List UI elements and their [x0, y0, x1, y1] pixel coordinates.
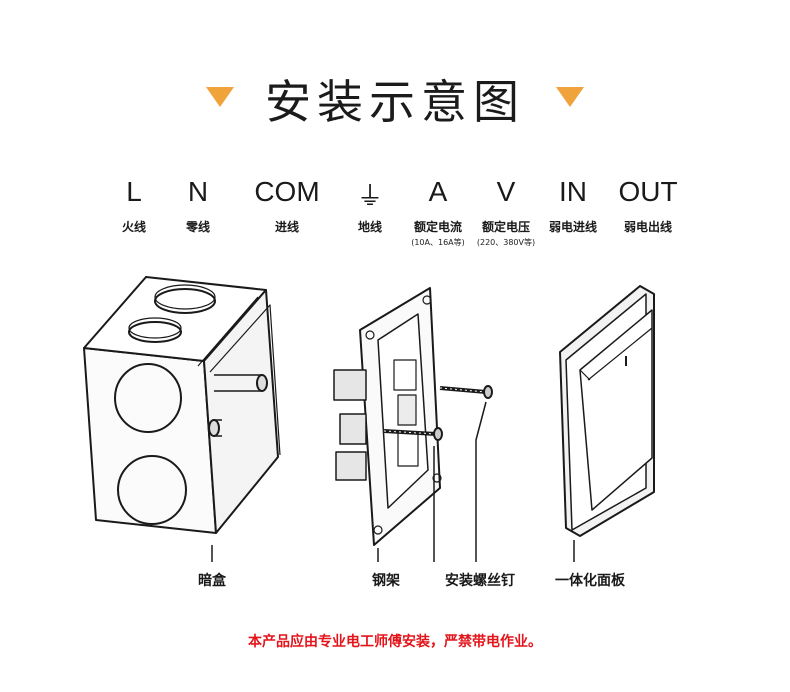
terminal-symbol-v: V	[496, 176, 516, 207]
part-label-box: 暗盒	[198, 573, 226, 589]
terminal-symbol-com: COM	[254, 176, 320, 207]
terminal-symbol-out: OUT	[618, 176, 678, 207]
terminal-label-v: 额定电压	[481, 220, 530, 234]
junction-box-drawing	[83, 276, 281, 534]
terminal-symbol-a: A	[428, 176, 448, 207]
title-section: 安装示意图	[0, 62, 790, 132]
terminal-label-ground: 地线	[357, 220, 382, 234]
installation-diagram	[83, 276, 655, 562]
panel-drawing	[559, 285, 655, 537]
part-label-panel: 一体化面板	[555, 573, 625, 589]
terminal-label-out: 弱电出线	[623, 220, 672, 234]
terminal-symbol-in: IN	[559, 176, 587, 207]
part-label-screws: 安装螺丝钉	[445, 573, 515, 589]
triangle-down-icon	[206, 87, 234, 107]
terminal-label-a: 额定电流	[413, 220, 462, 234]
safety-warning: 本产品应由专业电工师傅安装，严禁带电作业。	[248, 634, 542, 650]
terminal-label-in: 弱电进线	[548, 220, 597, 234]
terminal-label-com: 进线	[274, 220, 299, 234]
part-label-frame: 钢架	[372, 573, 400, 589]
terminal-symbol-n: N	[187, 176, 209, 207]
ground-icon: ⏚	[356, 181, 383, 211]
terminal-note-v: (220、380V等)	[476, 238, 536, 247]
triangle-down-icon	[556, 87, 584, 107]
terminal-symbol-l: L	[126, 176, 142, 207]
steel-frame-drawing	[333, 287, 493, 546]
terminal-label-n: 零线	[185, 220, 210, 234]
terminal-label-l: 火线	[121, 220, 146, 234]
leader-lines	[211, 401, 575, 562]
page-title: 安装示意图	[265, 75, 525, 129]
terminal-note-a: (10A、16A等)	[411, 238, 465, 247]
